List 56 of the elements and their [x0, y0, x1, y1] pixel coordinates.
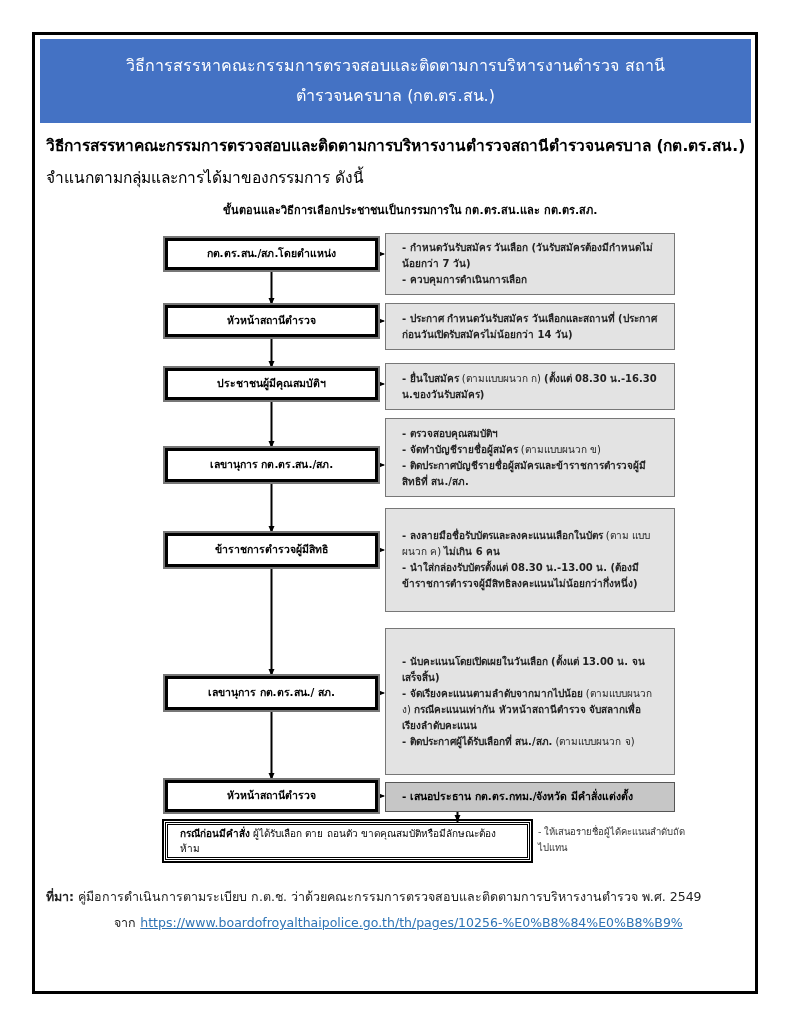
- source-note: ที่มา: คู่มือการดำเนินการตามระเบียบ ก.ต.ช. ว่าด้วยคณะกรรมการตรวจสอบและติดตามการบริหารงานตำรวจ พ.ศ. 2549: [46, 888, 703, 907]
- dotted-arrow: [377, 318, 386, 324]
- box-text: - จัดเรียงคะแนนตามลำดับจากมากไปน้อย (ตามแบบผนวก ง) กรณีคะแนนเท่ากัน หัวหน้าสถานีตำรวจ จับสลากเพื่อเรียงลำดับคะแนน: [402, 686, 653, 733]
- process-box: [165, 238, 378, 270]
- box-text: - ตรวจสอบคุณสมบัติฯ: [402, 426, 499, 442]
- note-box: [385, 418, 675, 497]
- source-link: https://www.boardofroyalthaipolice.go.th/th/pages/10256-%E0%B8%84%E0%B8%B9%: [140, 914, 683, 932]
- box-text: - จัดทำบัญชีรายชื่อผู้สมัคร (ตามแบบผนวก ข): [402, 441, 602, 458]
- note-box: [385, 782, 675, 812]
- box-text: - นำใส่กล่องรับบัตรตั้งแต่ 08.30 น.-13.00 น. (ต้องมีข้าราชการตำรวจผู้มีสิทธิลงคะแนนไม่น้อยกว่ากึ่งหนึ่ง): [402, 560, 641, 592]
- box-text: - กำหนดวันรับสมัคร วันเลือก (วันรับสมัครต้องมีกำหนดไม่น้อยกว่า 7 วัน): [402, 240, 655, 271]
- arrow: [268, 336, 275, 369]
- intro-paragraph: วิธีการสรรหาคณะกรรมการตรวจสอบและติดตามการบริหารงานตำรวจสถานีตำรวจนครบาล (กต.ตร.สน.) จำแนกตามกลุ่มและการได้มาของกรรมการ ดังนี้: [46, 136, 747, 190]
- note-box: [385, 303, 675, 350]
- box-text: เลขานุการ กต.ตร.สน./ สภ.: [207, 686, 336, 699]
- box-text: - ประกาศ กำหนดวันรับสมัคร วันเลือกและสถานที่ (ประกาศก่อนวันเปิดรับสมัครไม่น้อยกว่า 14 วัน): [402, 310, 658, 342]
- box-text: หัวหน้าสถานีตำรวจ: [227, 314, 316, 327]
- box-text: - เสนอประธาน กต.ตร.กทม./จังหวัด มีคำสั่งแต่งตั้ง: [402, 790, 634, 803]
- box-text: - ยื่นใบสมัคร (ตามแบบผนวก ก) (ตั้งแต่ 08.30 น.-16.30 น.ของวันรับสมัคร): [402, 370, 658, 402]
- title: วิธีการสรรหาคณะกรรมการตรวจสอบและติดตามการบริหารงานตำรวจ สถานีตำรวจนครบาล (กต.ตร.สน.): [125, 55, 666, 107]
- side-note: - ให้เสนอรายชื่อผู้ได้คะแนนลำดับถัดไปแทน: [538, 824, 687, 855]
- box-text: ประชาชนผู้มีคุณสมบัติฯ: [217, 377, 326, 390]
- arrow: [268, 481, 275, 534]
- condition-box: [165, 822, 530, 860]
- note-box: [385, 508, 675, 612]
- process-box: [165, 533, 378, 567]
- box-text: หัวหน้าสถานีตำรวจ: [227, 789, 316, 802]
- arrow: [268, 399, 275, 449]
- box-text: - ติดประกาศผู้ได้รับเลือกที่ สน./สภ. (ตามแบบผนวก จ): [402, 733, 636, 750]
- box-text: - ติดประกาศบัญชีรายชื่อผู้สมัครและข้าราชการตำรวจผู้มีสิทธิที่ สน./สภ.: [402, 457, 647, 489]
- box-text: - ลงลายมือชื่อรับบัตรและลงคะแนนเลือกในบัตร (ตาม แบบผนวก ค) ไม่เกิน 6 คน: [402, 528, 651, 559]
- process-box: [165, 305, 378, 337]
- dotted-arrow: [377, 251, 386, 257]
- note-box: [385, 628, 675, 775]
- dotted-arrow: [377, 690, 386, 696]
- process-box: [165, 368, 378, 400]
- dotted-arrow: [377, 547, 386, 553]
- box-text: เลขานุการ กต.ตร.สน./สภ.: [209, 458, 334, 471]
- note-box: [385, 233, 675, 295]
- box-text: - นับคะแนนโดยเปิดเผยในวันเลือก (ตั้งแต่ 13.00 น. จนเสร็จสิ้น): [402, 653, 646, 685]
- box-text: กรณีก่อนมีคำสั่ง ผู้ได้รับเลือก ตาย ถอนตัว ขาดคุณสมบัติหรือมีลักษณะต้องห้าม: [180, 828, 496, 854]
- arrow: [268, 566, 275, 677]
- box-text: กต.ตร.สน./สภ.โดยตำแหน่ง: [206, 247, 337, 260]
- process-box: [165, 780, 378, 812]
- arrow: [268, 709, 275, 781]
- source-prefix: จาก: [114, 914, 137, 932]
- dotted-arrow: [377, 462, 386, 468]
- process-box: [165, 448, 378, 482]
- box-text: ข้าราชการตำรวจผู้มีสิทธิ: [215, 543, 328, 556]
- process-box: [165, 676, 378, 710]
- dotted-arrow: [377, 793, 386, 799]
- note-box: [385, 363, 675, 410]
- flowchart-title: ขั้นตอนและวิธีการเลือกประชาชนเป็นกรรมการใน กต.ตร.สน.และ กต.ตร.สภ.: [221, 203, 599, 219]
- box-text: - ควบคุมการดำเนินการเลือก: [402, 273, 528, 288]
- dotted-arrow: [377, 381, 386, 387]
- arrow: [268, 269, 275, 306]
